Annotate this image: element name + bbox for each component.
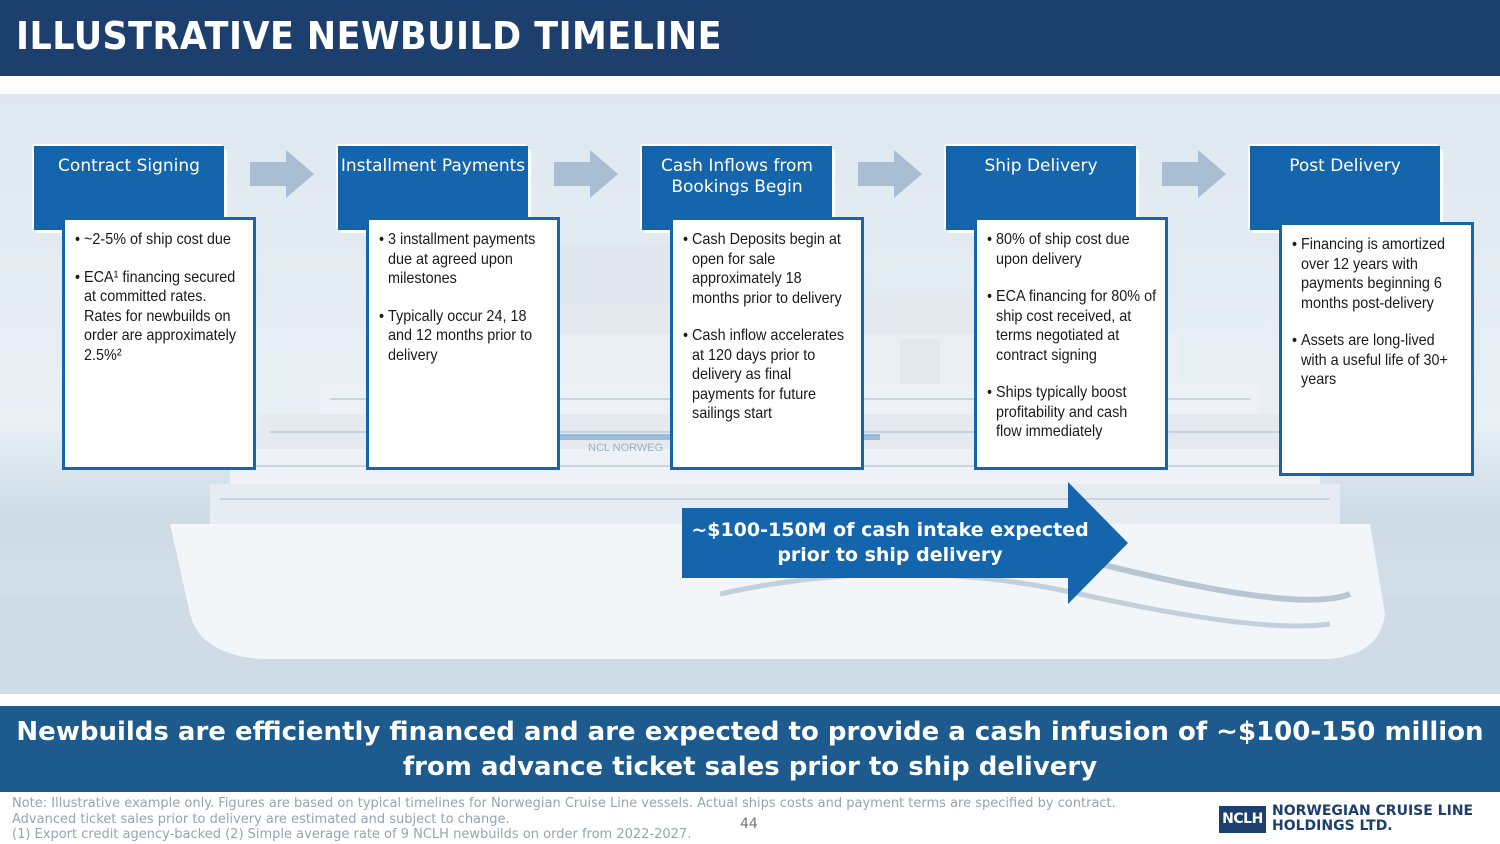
stage-header-ship-delivery: Ship Delivery bbox=[946, 146, 1136, 230]
bullet-item: Cash inflow accelerates at 120 days prio… bbox=[683, 326, 853, 424]
company-logo: NCLH NORWEGIAN CRUISE LINE HOLDINGS LTD. bbox=[1219, 804, 1473, 834]
bullet-item: ECA financing for 80% of ship cost recei… bbox=[987, 287, 1157, 365]
right-arrow-icon bbox=[554, 150, 618, 198]
large-right-arrow-icon bbox=[682, 482, 1128, 604]
right-arrow-icon bbox=[858, 150, 922, 198]
stage-header-contract-signing: Contract Signing bbox=[34, 146, 224, 230]
logo-mark: NCLH bbox=[1219, 805, 1266, 833]
page-title: ILLUSTRATIVE NEWBUILD TIMELINE bbox=[16, 14, 722, 58]
cash-intake-line2: prior to ship delivery bbox=[777, 544, 1003, 566]
footnotes: Note: Illustrative example only. Figures… bbox=[12, 796, 1212, 843]
stage-header-cash-inflows: Cash Inflows from Bookings Begin bbox=[642, 146, 832, 230]
stage-box-ship-delivery: 80% of ship cost due upon delivery ECA f… bbox=[974, 217, 1168, 470]
cash-intake-callout: ~$100-150M of cash intake expected prior… bbox=[690, 518, 1090, 568]
ship-name-text: NCL NORWEG bbox=[588, 442, 663, 454]
stage-header-installment-payments: Installment Payments bbox=[338, 146, 528, 230]
logo-line2: HOLDINGS LTD. bbox=[1272, 818, 1393, 834]
bullet-item: ~2-5% of ship cost due bbox=[75, 230, 245, 250]
bullet-item: ECA¹ financing secured at committed rate… bbox=[75, 268, 245, 366]
bullet-item: 80% of ship cost due upon delivery bbox=[987, 230, 1157, 269]
right-arrow-icon bbox=[250, 150, 314, 198]
footnote-line: Advanced ticket sales prior to delivery … bbox=[12, 811, 510, 827]
summary-line2: from advance ticket sales prior to ship … bbox=[402, 752, 1098, 782]
logo-text: NORWEGIAN CRUISE LINE HOLDINGS LTD. bbox=[1272, 804, 1473, 834]
stage-box-installment-payments: 3 installment payments due at agreed upo… bbox=[366, 217, 560, 470]
bullet-item: Financing is amortized over 12 years wit… bbox=[1292, 235, 1463, 313]
bullet-item: Cash Deposits begin at open for sale app… bbox=[683, 230, 853, 308]
page-number: 44 bbox=[740, 816, 758, 832]
footnote-line: (1) Export credit agency-backed (2) Simp… bbox=[12, 827, 692, 842]
stage-header-post-delivery: Post Delivery bbox=[1250, 146, 1440, 230]
stage-box-cash-inflows: Cash Deposits begin at open for sale app… bbox=[670, 217, 864, 470]
stage-box-contract-signing: ~2-5% of ship cost due ECA¹ financing se… bbox=[62, 217, 256, 470]
bullet-item: Typically occur 24, 18 and 12 months pri… bbox=[379, 307, 549, 366]
logo-line1: NORWEGIAN CRUISE LINE bbox=[1272, 803, 1474, 819]
bullet-item: 3 installment payments due at agreed upo… bbox=[379, 230, 549, 289]
stage-box-post-delivery: Financing is amortized over 12 years wit… bbox=[1279, 222, 1474, 476]
bullet-item: Assets are long-lived with a useful life… bbox=[1292, 331, 1463, 390]
summary-banner: Newbuilds are efficiently financed and a… bbox=[0, 706, 1500, 792]
footnote-line: Note: Illustrative example only. Figures… bbox=[12, 796, 1116, 811]
summary-line1: Newbuilds are efficiently financed and a… bbox=[16, 717, 1484, 747]
bullet-item: Ships typically boost profitability and … bbox=[987, 383, 1157, 442]
cash-intake-line1: ~$100-150M of cash intake expected bbox=[691, 519, 1089, 541]
right-arrow-icon bbox=[1162, 150, 1226, 198]
title-bar: ILLUSTRATIVE NEWBUILD TIMELINE bbox=[0, 0, 1500, 76]
